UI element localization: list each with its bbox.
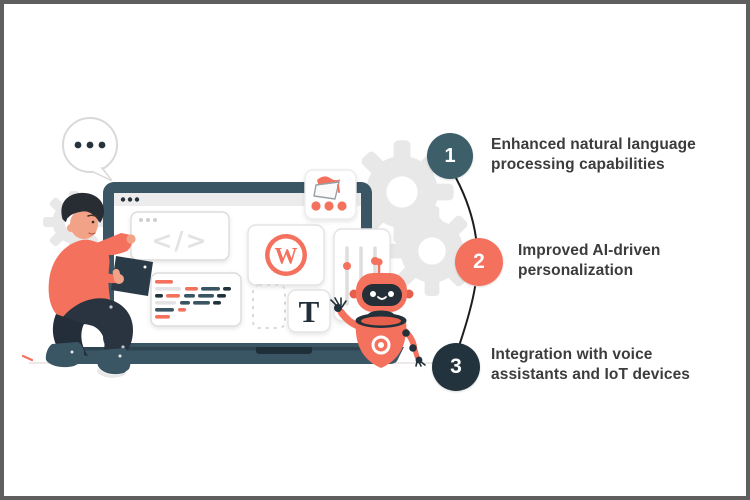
person-raised-arm: [94, 233, 133, 256]
step-text-2: Improved AI-driven personalization: [518, 241, 660, 281]
typography-card: T: [287, 289, 331, 333]
step-text-1-line1: Enhanced natural language: [491, 136, 696, 153]
robot-waving-hand: [330, 297, 347, 312]
code-editor-window: [150, 272, 242, 327]
letter-t-icon: T: [299, 294, 320, 329]
step-text-1: Enhanced natural language processing cap…: [491, 135, 696, 175]
person-front-shoe: [97, 348, 131, 375]
svg-text:W: W: [275, 244, 298, 269]
step-badge-2: 2: [455, 238, 503, 286]
person-forearm: [84, 263, 120, 284]
connector-curve: [455, 177, 477, 344]
person-illustration: [45, 192, 153, 378]
browser-window: </>: [130, 211, 230, 261]
step-text-3: Integration with voice assistants and Io…: [491, 345, 690, 385]
step-text-2-line1: Improved AI-driven: [518, 242, 661, 259]
step-number-3: 3: [450, 355, 462, 378]
person-face: [70, 209, 98, 239]
step-text-2-line2: personalization: [518, 262, 634, 279]
laptop-base: [64, 347, 404, 364]
step-text-1-line2: processing capabilities: [491, 156, 665, 173]
dashed-placeholder: [252, 284, 286, 329]
wordpress-icon: W: [265, 234, 307, 276]
illustration: </>: [21, 117, 478, 378]
person-rear-shoe: [45, 342, 85, 368]
step-number-2: 2: [473, 250, 485, 273]
step-number-1: 1: [444, 144, 456, 167]
paint-bucket-icon: [313, 176, 340, 200]
robot-illustration: [330, 258, 426, 368]
paint-card: [304, 169, 357, 220]
code-lines: [155, 280, 231, 319]
step-text-3-line1: Integration with voice: [491, 346, 653, 363]
step-badge-3: 3: [432, 343, 480, 391]
step-badge-1: 1: [427, 133, 473, 179]
chat-bubble-icon: [62, 117, 118, 181]
code-icon: </>: [151, 226, 208, 255]
step-text-3-line2: assistants and IoT devices: [491, 366, 691, 383]
tablet: [111, 256, 153, 296]
wordpress-card: W: [247, 224, 325, 286]
person-legs: [62, 298, 133, 358]
robot-ground-hand: [415, 356, 426, 367]
